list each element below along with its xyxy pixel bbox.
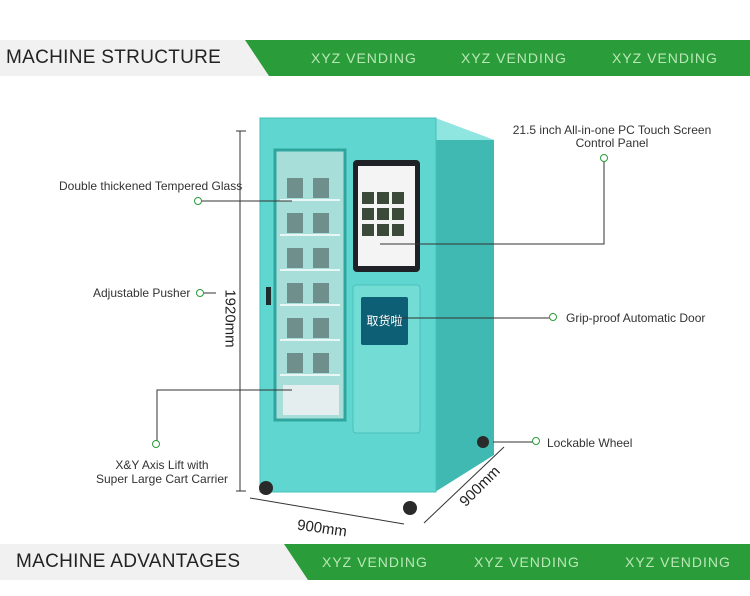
callout-screen-line-1: 21.5 inch All-in-one PC Touch Screen [512,123,712,137]
section-title: MACHINE STRUCTURE [6,47,222,68]
callout-dot [152,440,160,448]
brand-watermark: XYZ VENDING [322,554,428,570]
callout-automatic-door: Grip-proof Automatic Door [566,311,706,325]
section-header-label-area [0,40,265,76]
machine-side-panel [435,118,494,492]
callout-dot [532,437,540,445]
brand-watermark: XYZ VENDING [625,554,731,570]
section-header-band: MACHINE STRUCTURE XYZ VENDING XYZ VENDIN… [0,40,750,76]
screen-product-tiles [362,192,404,236]
pickup-door-window [361,297,408,345]
glass-door [273,148,347,422]
callout-dot [600,154,608,162]
section-title: MACHINE ADVANTAGES [16,551,241,572]
wheels [259,436,489,515]
callout-tempered-glass: Double thickened Tempered Glass [59,179,243,193]
brand-watermark: XYZ VENDING [311,50,417,66]
callout-lift-line-1: X&Y Axis Lift with [115,458,209,472]
product-shelves [280,199,340,376]
section-footer-band: MACHINE ADVANTAGES XYZ VENDING XYZ VENDI… [0,544,750,580]
dimension-height: 1920mm [221,289,239,348]
callout-adjustable-pusher: Adjustable Pusher [93,286,191,300]
brand-watermark: XYZ VENDING [461,50,567,66]
product-rows [287,178,329,373]
callout-dot [196,289,204,297]
header-band-slant [245,40,269,76]
callout-lift-line-2: Super Large Cart Carrier [95,472,229,486]
door-lock [266,287,271,305]
section-footer-label-area [0,544,300,580]
brand-watermark: XYZ VENDING [474,554,580,570]
callout-leader-lines [156,158,605,444]
footer-band-slant [284,544,308,580]
section-footer-green-area [284,544,750,580]
lift-cart-carrier [283,385,339,415]
callout-lockable-wheel: Lockable Wheel [547,436,633,450]
callout-dot [549,313,557,321]
section-header-green-area [245,40,750,76]
callout-screen-line-2: Control Panel [575,136,649,150]
brand-watermark: XYZ VENDING [612,50,718,66]
dimension-lines [236,130,505,525]
pickup-door-sign: 取货啦 [366,314,403,328]
callout-dot [194,197,202,205]
